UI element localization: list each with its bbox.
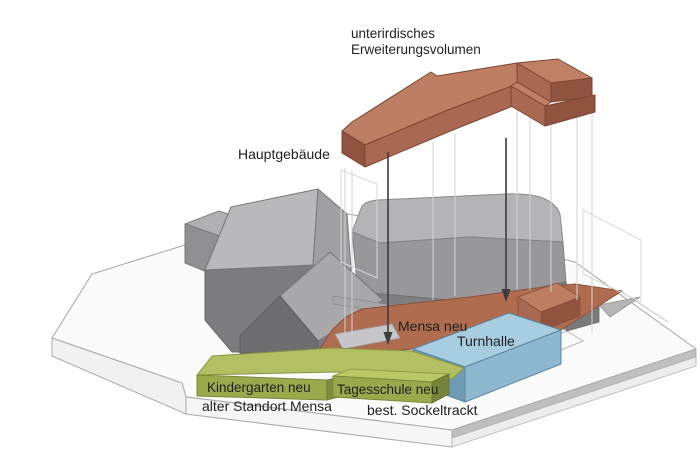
ghost-prism-right: [582, 209, 642, 303]
label-kindergarten-new: Kindergarten neu: [207, 380, 311, 395]
annex-wedge: [598, 296, 641, 318]
label-underground-volume-line1: unterirdisches: [351, 26, 435, 41]
labels: unterirdisches Erweiterungsvolumen Haupt…: [202, 26, 515, 418]
right-mass-roof: [351, 193, 564, 244]
small-brown-box: [517, 282, 581, 332]
floating-volume-tier-side: [544, 94, 596, 127]
green-blocks: [196, 347, 465, 404]
drop-arrows: [383, 138, 511, 345]
label-gym-hall: Turnhalle: [457, 333, 515, 349]
label-existing-base-wing: best. Sockeltrackt: [367, 402, 478, 418]
mensa-steps: [334, 323, 401, 350]
ghost-prism-left: [340, 169, 378, 279]
label-main-building: Hauptgebäude: [238, 146, 330, 162]
label-day-school-new: Tagesschule neu: [337, 382, 438, 397]
base-plate-right-face-lower: [451, 356, 697, 448]
floating-volume-left-cap: [341, 130, 366, 168]
drop-arrow-right-head: [501, 289, 511, 302]
projection-lines: [340, 100, 642, 338]
gym-hall-front-face: [464, 329, 562, 403]
label-mensa-new: Mensa neu: [398, 318, 467, 334]
label-underground-volume-line2: Erweiterungsvolumen: [351, 42, 481, 57]
day-school-side-face: [431, 373, 450, 404]
drop-arrow-left-head: [383, 332, 393, 345]
hip-roof-left-plane: [204, 188, 319, 271]
label-old-mensa-site: alter Standort Mensa: [202, 398, 332, 414]
floating-volume: [341, 58, 596, 168]
